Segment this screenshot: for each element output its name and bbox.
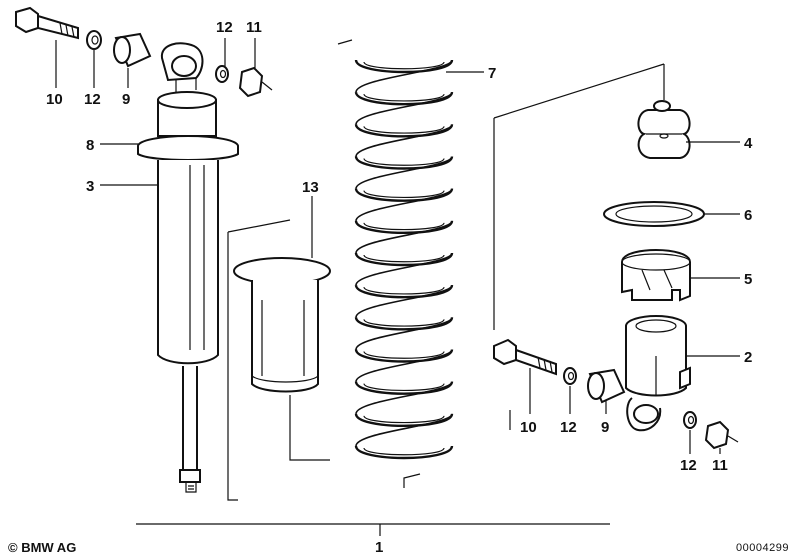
callout-12-bottom-b: 12 <box>680 457 697 474</box>
spring-coil-inner <box>363 350 445 359</box>
spring-coil-inner <box>363 61 445 70</box>
spring-coil-front <box>354 220 454 235</box>
spring-coil-inner <box>363 447 445 456</box>
spring-coil-back <box>355 349 453 383</box>
spring-coil-inner <box>363 254 445 263</box>
spring-coil-inner <box>363 415 445 424</box>
image-number: 00004299 <box>736 542 789 554</box>
callout-6: 6 <box>744 207 752 224</box>
bolt-bottom <box>493 338 557 376</box>
spring-coil-front <box>354 413 454 428</box>
callout-12-bottom-a: 12 <box>560 419 577 436</box>
bracket-line-right <box>493 63 665 430</box>
bushing-top <box>113 32 152 68</box>
callout-12-top-b: 12 <box>216 19 233 36</box>
spring-coil-inner <box>363 222 445 231</box>
cup-5 <box>621 249 691 302</box>
sleeve-13 <box>227 219 331 501</box>
spring-coil-inner <box>363 93 445 102</box>
callout-7: 7 <box>488 65 496 82</box>
spring-coil-front <box>354 91 454 106</box>
callout-8: 8 <box>86 137 94 154</box>
spring-coil-front <box>354 252 454 267</box>
washer-top-right <box>215 65 229 83</box>
spring-coil-front <box>354 445 454 460</box>
bolt-top <box>15 6 79 40</box>
eye-mount-top <box>160 42 204 92</box>
washer-top-left <box>86 30 102 50</box>
callout-2: 2 <box>744 349 752 366</box>
spring-coil-back <box>355 91 453 125</box>
spring-coil-front <box>354 348 454 363</box>
callout-12-top-a: 12 <box>84 91 101 108</box>
spring-coil-inner <box>363 125 445 134</box>
spring-coil-back <box>355 156 453 190</box>
callout-4: 4 <box>744 135 753 152</box>
spring-coil-front <box>354 381 454 395</box>
spring-coil-front <box>354 59 454 74</box>
coil-spring <box>354 59 454 460</box>
nut-top <box>238 66 273 98</box>
callout-11-bottom: 11 <box>712 457 728 474</box>
callout-13: 13 <box>302 179 319 196</box>
callout-9-bottom: 9 <box>601 419 609 436</box>
callout-11-top: 11 <box>246 19 262 36</box>
spring-coil-inner <box>363 318 445 327</box>
spring-coil-back <box>355 252 453 286</box>
spring-bracket <box>337 39 421 488</box>
bushing-bottom <box>587 368 626 404</box>
spring-coil-back <box>355 413 453 447</box>
ring-6 <box>603 201 705 227</box>
copyright-notice: © BMW AG <box>8 540 77 555</box>
callout-10-top: 10 <box>46 91 63 108</box>
mount-2 <box>625 315 691 432</box>
callout-3: 3 <box>86 178 94 195</box>
nut-bottom <box>704 420 739 450</box>
spring-coil-back <box>355 381 453 415</box>
rubber-buffer-4 <box>637 100 691 159</box>
callout-5: 5 <box>744 271 752 288</box>
callout-10-bottom: 10 <box>520 419 537 436</box>
spring-coil-inner <box>363 190 445 199</box>
spring-coil-front <box>354 284 454 299</box>
spring-coil-inner <box>363 157 445 166</box>
leader-lines <box>55 38 740 536</box>
washer-bottom-left <box>563 367 577 385</box>
spring-coil-back <box>355 220 453 254</box>
spring-coil-front <box>354 316 454 331</box>
spring-coil-back <box>355 123 453 157</box>
spring-coil-inner <box>363 286 445 295</box>
callout-1: 1 <box>375 539 383 556</box>
callout-9-top: 9 <box>122 91 130 108</box>
spring-coil-back <box>355 284 453 318</box>
spring-coil-front <box>354 188 454 202</box>
washer-bottom-right <box>683 411 697 429</box>
spring-coil-back <box>355 59 453 93</box>
spring-coil-inner <box>363 383 445 392</box>
spring-coil-front <box>354 155 454 170</box>
spring-coil-front <box>354 123 454 138</box>
spring-coil-back <box>355 188 453 222</box>
spring-coil-back <box>355 316 453 350</box>
shock-absorber <box>137 91 239 493</box>
